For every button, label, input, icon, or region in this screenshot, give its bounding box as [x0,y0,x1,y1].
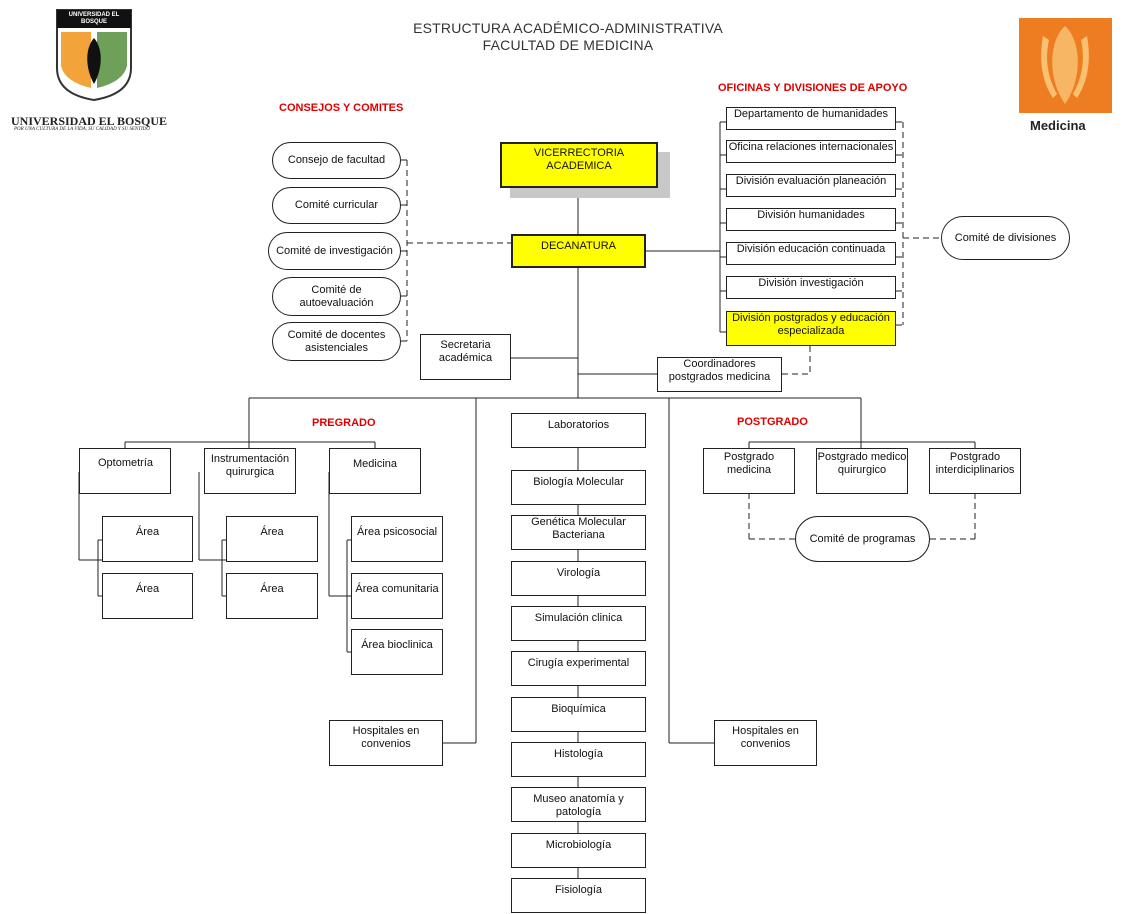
lab-laboratorios: Laboratorios [511,413,646,448]
consejo-facultad: Consejo de facultad [272,142,401,179]
division-postgrados: División postgrados y educación especial… [726,311,896,346]
comite-docentes: Comité de docentes asistenciales [272,322,401,361]
lab-bioquimica: Bioquímica [511,697,646,732]
vicerrectoria-box: VICERRECTORIA ACADEMICA [500,142,658,188]
medicina-logo [1019,18,1112,113]
instrumentacion-area-1: Área [226,516,318,562]
programa-medicina: Medicina [329,448,421,494]
comite-autoevaluacion: Comité de autoevaluación [272,277,401,316]
optometria-area-1: Área [102,516,193,562]
division-investigacion: División investigación [726,276,896,299]
postgrado-medicina: Postgrado medicina [703,448,795,494]
division-evaluacion-planeacion: División evaluación planeación [726,174,896,197]
lab-cirugia-experimental: Cirugía experimental [511,651,646,686]
lab-museo-anatomia: Museo anatomía y patología [511,787,646,822]
postgrado-medico-quirurgico: Postgrado medico quirurgico [816,448,908,494]
medicina-area-comunitaria: Área comunitaria [351,573,443,619]
programa-optometria: Optometría [79,448,171,494]
university-shield-icon [56,9,132,102]
oficina-departamento-humanidades: Departamento de humanidades [726,107,896,130]
programa-instrumentacion: Instrumentación quirurgica [204,448,296,494]
hospitales-convenios-left: Hospitales en convenios [329,720,443,766]
secretaria-academica: Secretaria académica [420,334,511,380]
oficina-relaciones-internacionales: Oficina relaciones internacionales [726,140,896,163]
postgrado-interdiciplinarios: Postgrado interdiciplinarios [929,448,1021,494]
medicina-emblem-icon [1041,26,1089,104]
lab-genetica-molecular: Genética Molecular Bacteriana [511,515,646,550]
decanatura-box: DECANATURA [511,234,646,268]
lab-fisiologia: Fisiología [511,878,646,913]
division-educacion-continuada: División educación continuada [726,242,896,265]
comite-programas: Comité de programas [795,516,930,562]
optometria-area-2: Área [102,573,193,619]
comite-curricular: Comité curricular [272,187,401,224]
medicina-area-bioclinica: Área bioclinica [351,629,443,675]
lab-simulacion-clinica: Simulación clinica [511,606,646,641]
university-motto: POR UNA CULTURA DE LA VIDA, SU CALIDAD Y… [14,127,150,132]
university-logo: UNIVERSIDAD EL BOSQUE [55,8,133,102]
header-oficinas: OFICINAS Y DIVISIONES DE APOYO [718,82,908,94]
lab-microbiologia: Microbiología [511,833,646,868]
hospitales-convenios-right: Hospitales en convenios [714,720,817,766]
lab-virologia: Virología [511,561,646,596]
header-pregrado: PREGRADO [312,417,376,429]
comite-divisiones: Comité de divisiones [941,216,1070,260]
lab-histologia: Histología [511,742,646,777]
header-postgrado: POSTGRADO [737,416,808,428]
instrumentacion-area-2: Área [226,573,318,619]
logo-seal-text: UNIVERSIDAD EL BOSQUE [68,12,120,25]
university-name: UNIVERSIDAD EL BOSQUE [11,114,168,128]
division-humanidades: División humanidades [726,208,896,231]
medicina-area-psicosocial: Área psicosocial [351,516,443,562]
header-consejos: CONSEJOS Y COMITES [279,102,404,114]
page-title: ESTRUCTURA ACADÉMICO-ADMINISTRATIVA [413,20,723,36]
medicina-logo-caption: Medicina [1030,118,1086,133]
page-subtitle: FACULTAD DE MEDICINA [482,37,654,53]
lab-biologia-molecular: Biología Molecular [511,470,646,505]
coordinadores-postgrados: Coordinadores postgrados medicina [657,357,782,392]
comite-investigacion: Comité de investigación [268,232,401,270]
